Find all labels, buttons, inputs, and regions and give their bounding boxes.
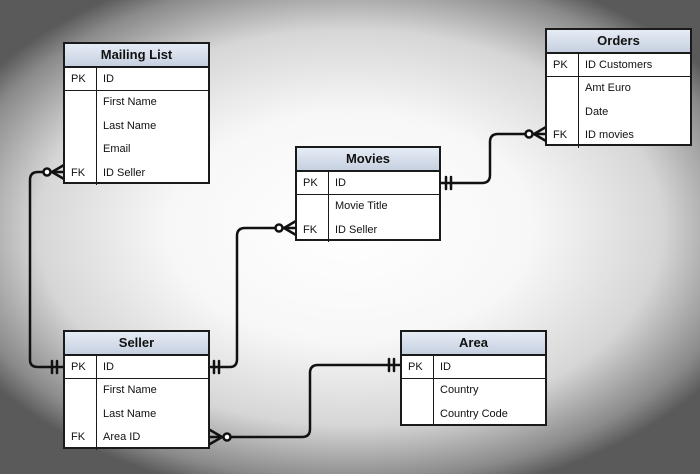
entity-seller[interactable]: Seller PK ID First Name Last Name FK Are… xyxy=(63,330,210,450)
crows-foot-movies xyxy=(282,219,298,237)
entity-title: Area xyxy=(402,332,545,356)
entity-row: PK ID xyxy=(402,356,545,379)
one-bar-seller-right xyxy=(212,359,221,375)
key-label xyxy=(402,402,434,426)
key-label xyxy=(402,379,434,403)
entity-title: Seller xyxy=(65,332,208,356)
attribute-name: Last Name xyxy=(103,407,157,420)
entity-row: FK ID Seller xyxy=(297,218,439,242)
entity-row: Movie Title xyxy=(297,195,439,219)
entity-area[interactable]: Area PK ID Country Country Code xyxy=(400,330,547,426)
zero-circle-movies xyxy=(274,223,284,233)
key-label: FK xyxy=(65,426,97,450)
one-bar-seller-left xyxy=(50,359,59,375)
entity-mailing-list[interactable]: Mailing List PK ID First Name Last Name … xyxy=(63,42,210,185)
attribute-name: Movie Title xyxy=(335,200,388,212)
entity-row: First Name xyxy=(65,379,208,403)
entity-movies[interactable]: Movies PK ID Movie Title FK ID Seller xyxy=(295,146,441,242)
key-label: PK xyxy=(547,54,579,76)
entity-row: PK ID xyxy=(65,356,208,379)
entity-row: First Name xyxy=(65,91,208,115)
attribute-name: Last Name xyxy=(103,119,157,132)
attribute-name: ID movies xyxy=(585,129,634,141)
attribute-name: Country xyxy=(440,384,479,396)
relationship-seller-mailing-list xyxy=(28,170,66,369)
zero-circle-seller xyxy=(222,432,232,442)
entity-row: Country xyxy=(402,379,545,403)
attribute-name: Country Code xyxy=(440,407,508,420)
key-label xyxy=(547,77,579,101)
key-label xyxy=(65,402,97,426)
relationship-movies-orders xyxy=(438,132,548,185)
key-label: PK xyxy=(402,356,434,378)
key-label: FK xyxy=(547,124,579,148)
attribute-name: First Name xyxy=(103,384,157,396)
attribute-name: ID xyxy=(103,361,114,373)
entity-title: Mailing List xyxy=(65,44,208,68)
crows-foot-orders xyxy=(532,125,548,143)
entity-title: Orders xyxy=(547,30,690,54)
entity-row: FK Area ID xyxy=(65,426,208,450)
entity-row: Date xyxy=(547,100,690,124)
entity-row: PK ID xyxy=(297,172,439,195)
key-label xyxy=(65,114,97,138)
attribute-name: Date xyxy=(585,105,609,118)
entity-row: Amt Euro xyxy=(547,77,690,101)
entity-row: Email xyxy=(65,138,208,162)
entity-row: FK ID Seller xyxy=(65,161,208,185)
key-label xyxy=(547,100,579,124)
key-label: PK xyxy=(65,356,97,378)
entity-row: PK ID xyxy=(65,68,208,91)
crows-foot-mailing-list xyxy=(50,163,66,181)
attribute-name: ID Seller xyxy=(103,166,146,179)
key-label: PK xyxy=(65,68,97,90)
entity-row: Last Name xyxy=(65,402,208,426)
entity-row: Country Code xyxy=(402,402,545,426)
entity-row: PK ID Customers xyxy=(547,54,690,77)
one-bar-movies xyxy=(444,175,453,191)
key-label: FK xyxy=(297,218,329,242)
key-label xyxy=(297,195,329,219)
entity-orders[interactable]: Orders PK ID Customers Amt Euro Date FK … xyxy=(545,28,692,148)
key-label xyxy=(65,379,97,403)
attribute-name: Email xyxy=(103,143,131,155)
attribute-name: Amt Euro xyxy=(585,82,631,94)
relationship-seller-movies xyxy=(208,226,298,369)
zero-circle-orders xyxy=(524,129,534,139)
relationship-area-seller xyxy=(208,363,403,439)
attribute-name: ID Customers xyxy=(585,59,653,71)
key-label: PK xyxy=(297,172,329,194)
entity-row: Last Name xyxy=(65,114,208,138)
entity-title: Movies xyxy=(297,148,439,172)
key-label xyxy=(65,91,97,115)
key-label xyxy=(65,138,97,162)
attribute-name: First Name xyxy=(103,96,157,108)
entity-row: FK ID movies xyxy=(547,124,690,148)
attribute-name: Area ID xyxy=(103,431,141,443)
attribute-name: ID xyxy=(103,73,114,85)
attribute-name: ID Seller xyxy=(335,223,378,236)
crows-foot-seller xyxy=(208,428,224,446)
attribute-name: ID xyxy=(440,361,451,373)
key-label: FK xyxy=(65,161,97,185)
zero-circle-mailing-list xyxy=(42,167,52,177)
one-bar-area xyxy=(387,357,396,373)
attribute-name: ID xyxy=(335,177,346,189)
